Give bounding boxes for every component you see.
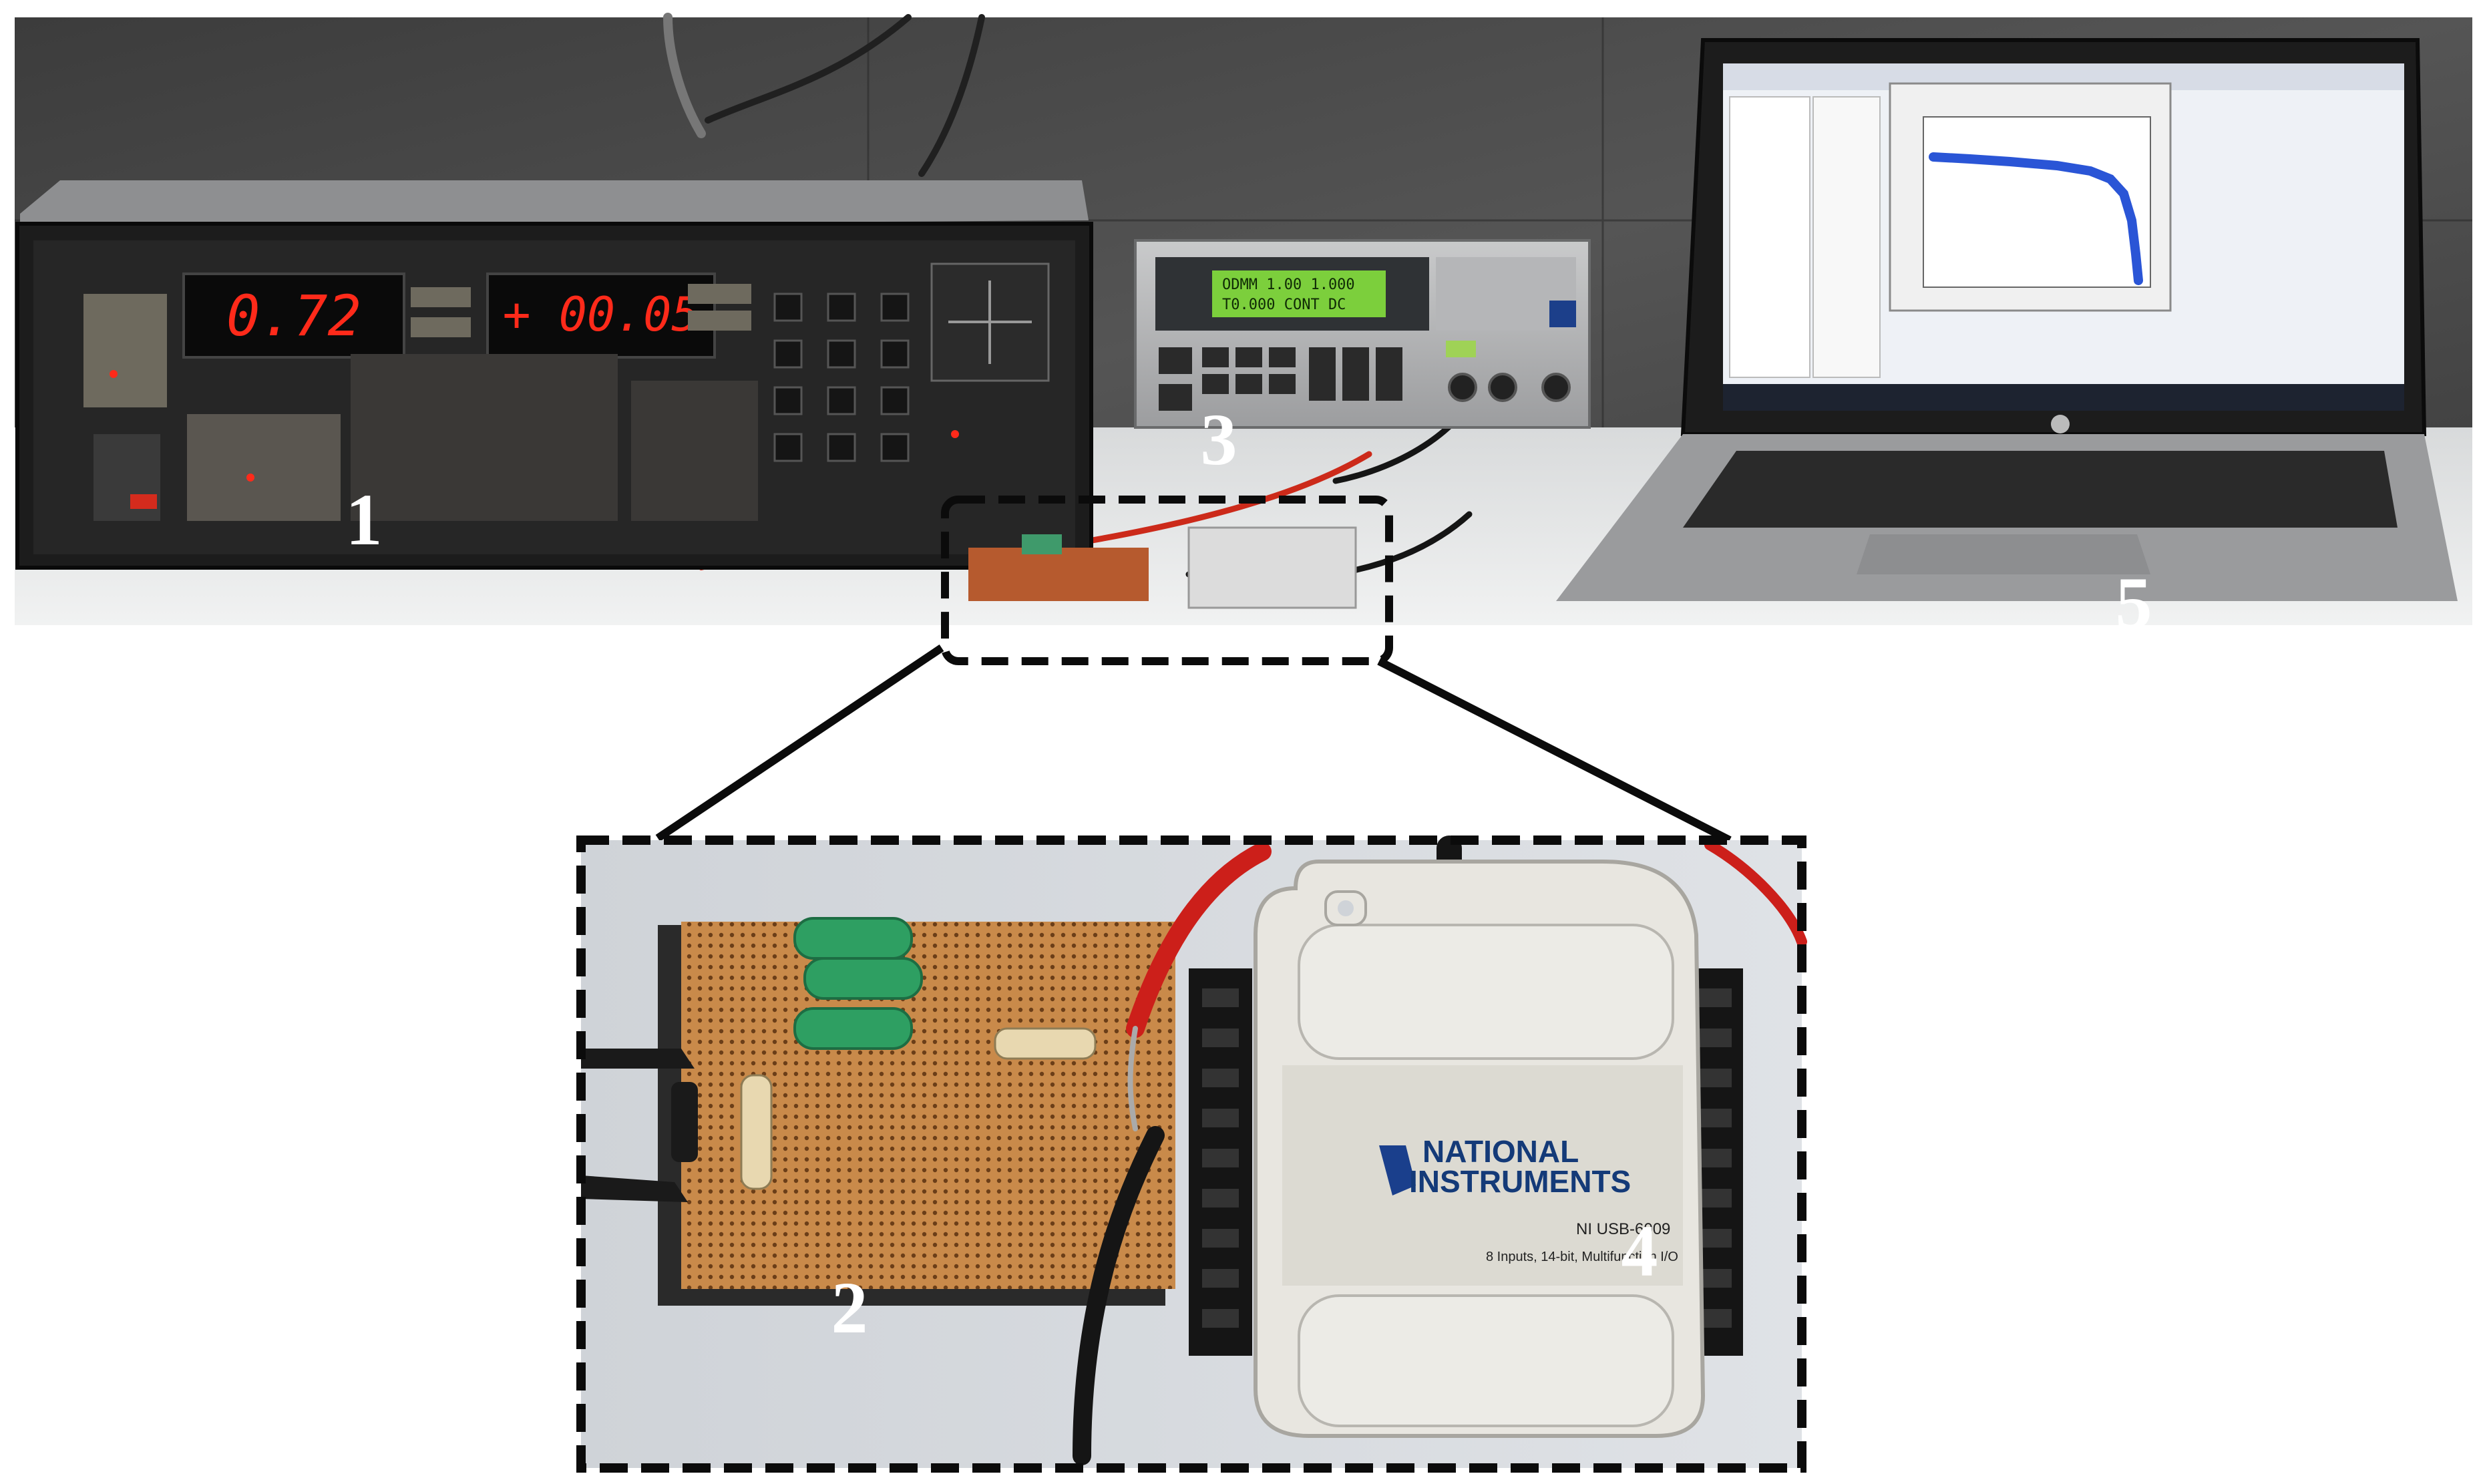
svg-text:T0.000 CONT DC: T0.000 CONT DC: [1222, 297, 1346, 313]
right-display-readout: + 00.05: [502, 287, 699, 342]
connector-line-left: [655, 644, 944, 842]
brand-instruments: INSTRUMENTS: [1409, 1164, 1631, 1199]
voltage-current-source: 0.72 + 00.05: [15, 180, 1093, 570]
perfboard-circuit: [581, 917, 1175, 1306]
label-5: 5: [2116, 562, 2152, 644]
digital-multimeter: ODMM 1.00 1.000 T0.000 CONT DC: [1134, 239, 1591, 429]
connector-line-right: [1377, 657, 1732, 844]
brand-national: NATIONAL: [1422, 1134, 1579, 1169]
bench-components: [968, 526, 1357, 609]
current-decay-curve: [1929, 152, 2143, 285]
top-photo: 0.72 + 00.05: [15, 13, 2472, 665]
daq-model: NI USB-6009: [1576, 1220, 1670, 1238]
label-2: 2: [831, 1267, 868, 1348]
test-leads: [1073, 836, 1807, 1465]
label-4: 4: [1621, 1210, 1658, 1292]
zoom-selection-box: [941, 496, 1393, 665]
daq-description: 8 Inputs, 14-bit, Multifunction I/O: [1486, 1250, 1678, 1264]
zoom-inset-border: [576, 836, 1806, 1473]
ni-usb-daq-device: NATIONAL INSTRUMENTS NI USB-6009 8 Input…: [1189, 860, 1743, 1438]
label-3: 3: [1201, 399, 1237, 480]
power-resistors: [793, 917, 923, 1050]
left-display-readout: 0.72: [226, 283, 361, 349]
label-1: 1: [346, 479, 383, 560]
zoom-inset: NATIONAL INSTRUMENTS NI USB-6009 8 Input…: [576, 836, 1807, 1473]
svg-text:ODMM 1.00 1.000: ODMM 1.00 1.000: [1222, 276, 1355, 293]
laptop: [1556, 38, 2458, 601]
